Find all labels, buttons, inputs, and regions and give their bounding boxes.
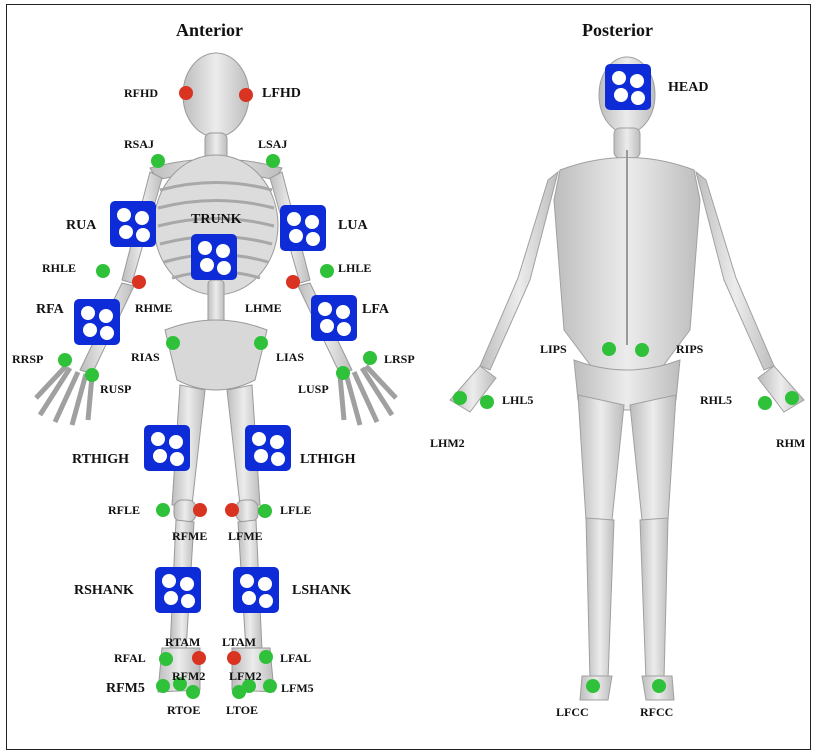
label-rhl5: RHL5 — [700, 393, 732, 408]
marker-rips — [635, 343, 649, 357]
marker-rhl5 — [758, 396, 772, 410]
label-rfm2: RFM2 — [172, 669, 205, 684]
label-lua: LUA — [338, 218, 368, 234]
label-rhme: RHME — [135, 301, 172, 316]
label-lhle: LHLE — [338, 261, 371, 276]
label-rips: RIPS — [676, 342, 703, 357]
label-rshank: RSHANK — [74, 583, 134, 599]
cluster-lshank — [233, 567, 279, 613]
label-lips: LIPS — [540, 342, 567, 357]
marker-lfal — [259, 650, 273, 664]
marker-lhme — [286, 275, 300, 289]
heading-anterior: Anterior — [176, 20, 243, 41]
label-lrsp: LRSP — [384, 352, 415, 367]
marker-rfal — [159, 652, 173, 666]
label-rrsp: RRSP — [12, 352, 43, 367]
marker-rhle — [96, 264, 110, 278]
marker-lfle — [258, 504, 272, 518]
label-rtam: RTAM — [165, 635, 200, 650]
cluster-lthigh — [245, 425, 291, 471]
label-lfm2: LFM2 — [229, 669, 262, 684]
label-rfal: RFAL — [114, 651, 146, 666]
marker-lias — [254, 336, 268, 350]
marker-rusp — [85, 368, 99, 382]
label-lhme: LHME — [245, 301, 282, 316]
cluster-rfa — [74, 299, 120, 345]
label-rfm5: RFM5 — [106, 681, 145, 697]
cluster-rshank — [155, 567, 201, 613]
label-rfle: RFLE — [108, 503, 140, 518]
label-lthigh: LTHIGH — [300, 452, 356, 468]
marker-rtoe — [186, 685, 200, 699]
marker-rtam — [192, 651, 206, 665]
marker-lfhd — [239, 88, 253, 102]
label-lfhd: LFHD — [262, 86, 301, 102]
marker-rrsp — [58, 353, 72, 367]
label-rias: RIAS — [131, 350, 160, 365]
label-lusp: LUSP — [298, 382, 329, 397]
cluster-lua — [280, 205, 326, 251]
label-rhle: RHLE — [42, 261, 76, 276]
marker-lsaj — [266, 154, 280, 168]
label-lfal: LFAL — [280, 651, 311, 666]
marker-rfme — [193, 503, 207, 517]
marker-rfhd — [179, 86, 193, 100]
label-lfa: LFA — [362, 302, 389, 318]
label-lhl5: LHL5 — [502, 393, 533, 408]
marker-lfcc — [586, 679, 600, 693]
label-ltoe: LTOE — [226, 703, 258, 718]
cluster-lfa — [311, 295, 357, 341]
cluster-rthigh — [144, 425, 190, 471]
label-rfcc: RFCC — [640, 705, 673, 720]
marker-rfcc — [652, 679, 666, 693]
marker-lfme — [225, 503, 239, 517]
label-lshank: LSHANK — [292, 583, 351, 599]
marker-lfm5 — [263, 679, 277, 693]
label-lfle: LFLE — [280, 503, 311, 518]
label-lhm2: LHM2 — [430, 436, 465, 451]
marker-ltam — [227, 651, 241, 665]
label-head: HEAD — [668, 80, 708, 96]
heading-posterior: Posterior — [582, 20, 653, 41]
marker-rias — [166, 336, 180, 350]
label-rfhd: RFHD — [124, 86, 158, 101]
pelvis — [165, 320, 267, 390]
label-lfme: LFME — [228, 529, 263, 544]
cluster-rua — [110, 201, 156, 247]
label-rhm: RHM — [776, 436, 805, 451]
label-ltam: LTAM — [222, 635, 256, 650]
marker-lhle — [320, 264, 334, 278]
cluster-head — [605, 64, 651, 110]
marker-rfm5 — [156, 679, 170, 693]
marker-rhm — [785, 391, 799, 405]
label-rthigh: RTHIGH — [72, 452, 129, 468]
label-trunk: TRUNK — [191, 212, 242, 228]
cluster-trunk — [191, 234, 237, 280]
marker-lhm2 — [453, 391, 467, 405]
label-lsaj: LSAJ — [258, 137, 287, 152]
label-rtoe: RTOE — [167, 703, 200, 718]
marker-lrsp — [363, 351, 377, 365]
label-rusp: RUSP — [100, 382, 131, 397]
marker-ltoe — [232, 685, 246, 699]
label-rfme: RFME — [172, 529, 207, 544]
marker-lhl5 — [480, 395, 494, 409]
label-lfcc: LFCC — [556, 705, 589, 720]
label-rua: RUA — [66, 218, 96, 234]
label-lfm5: LFM5 — [281, 681, 314, 696]
label-rsaj: RSAJ — [124, 137, 154, 152]
marker-rfle — [156, 503, 170, 517]
marker-lusp — [336, 366, 350, 380]
marker-rsaj — [151, 154, 165, 168]
label-lias: LIAS — [276, 350, 304, 365]
marker-rhme — [132, 275, 146, 289]
marker-lips — [602, 342, 616, 356]
label-rfa: RFA — [36, 302, 64, 318]
